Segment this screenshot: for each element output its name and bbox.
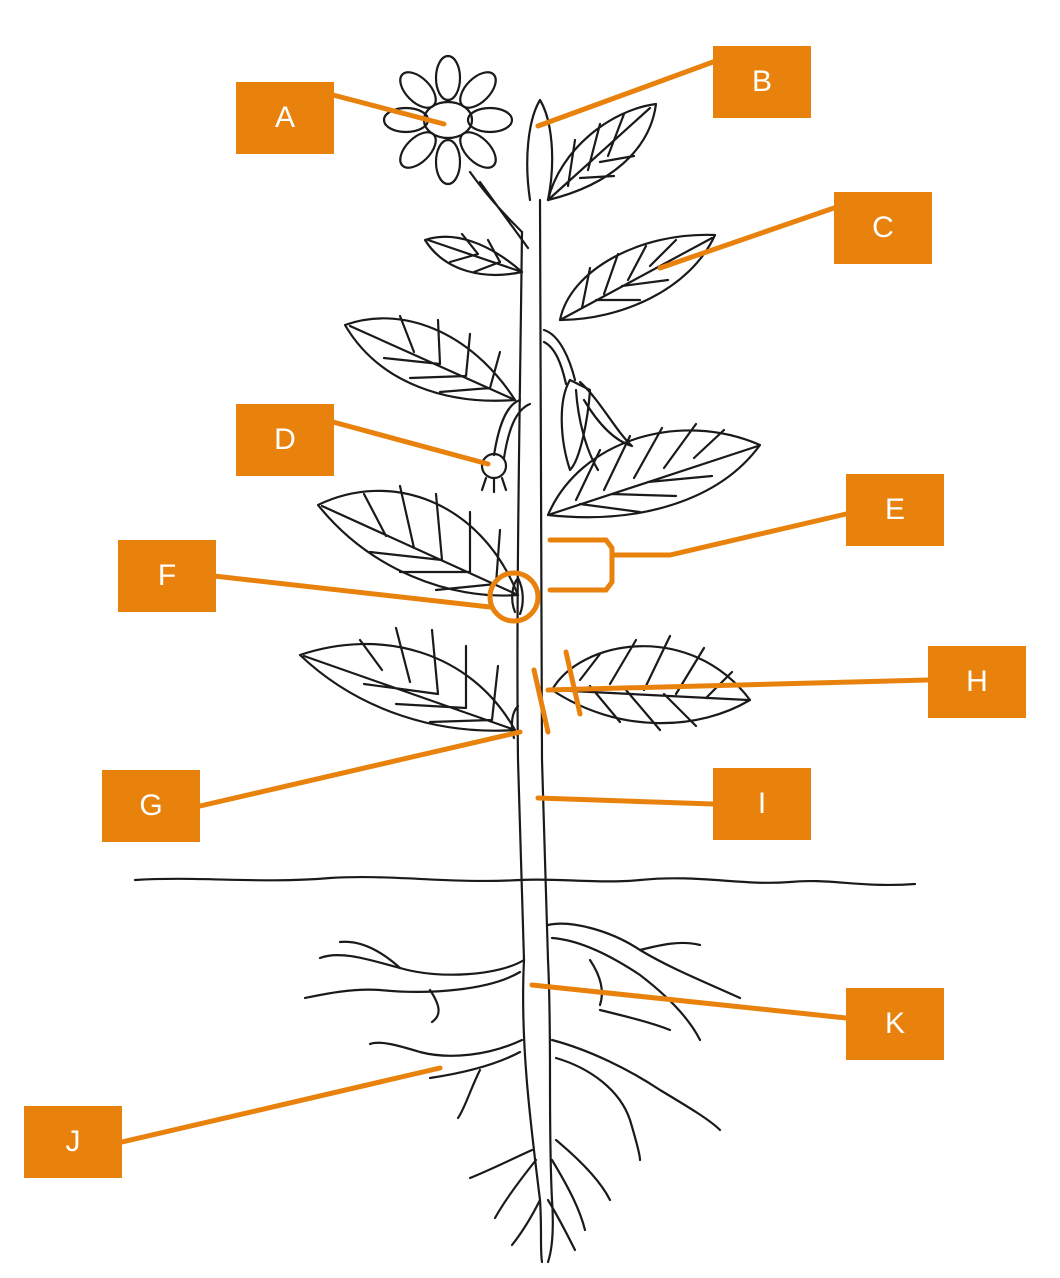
drooping-flower — [542, 328, 634, 472]
leader-line-G — [197, 729, 523, 809]
label-I: I — [713, 768, 811, 840]
leader-line-D — [330, 419, 491, 467]
root-system — [303, 922, 742, 1264]
main-stem-right — [538, 198, 550, 962]
leaf-F-left — [316, 484, 520, 597]
label-H: H — [928, 646, 1026, 718]
leaf-upper-left — [423, 232, 524, 276]
leaf-lower-left — [298, 626, 520, 740]
leader-line-C — [657, 205, 837, 271]
label-K: K — [846, 988, 944, 1060]
leader-bracket-E — [547, 511, 849, 593]
leader-tick-H2 — [563, 649, 583, 717]
fruit-D — [480, 398, 532, 494]
flower-stalk — [468, 170, 530, 250]
flower-head — [382, 54, 514, 186]
leader-line-I — [535, 795, 716, 807]
leader-line-H — [545, 677, 931, 693]
leader-line-K — [529, 982, 849, 1021]
label-E: E — [846, 474, 944, 546]
label-F: F — [118, 540, 216, 612]
leader-line-A — [330, 92, 447, 127]
label-G: G — [102, 770, 200, 842]
flower-bud — [526, 98, 554, 202]
axillary-bud — [511, 576, 524, 616]
leaf-lower-right — [550, 634, 752, 732]
leader-line-B — [535, 59, 716, 129]
label-C: C — [834, 192, 932, 264]
leader-line-J — [119, 1065, 443, 1145]
label-A: A — [236, 82, 334, 154]
leader-tick-H1 — [531, 667, 551, 735]
leader-line-F — [211, 573, 493, 610]
label-D: D — [236, 404, 334, 476]
leaf-C — [558, 233, 717, 322]
leader-circle-F — [487, 570, 541, 624]
leaf-mid-right — [546, 422, 762, 519]
leaf-top-right — [546, 102, 658, 202]
main-stem-left — [516, 230, 526, 962]
label-J: J — [24, 1106, 122, 1178]
label-B: B — [713, 46, 811, 118]
leaf-mid-left — [343, 314, 517, 402]
ground-line — [133, 875, 917, 887]
